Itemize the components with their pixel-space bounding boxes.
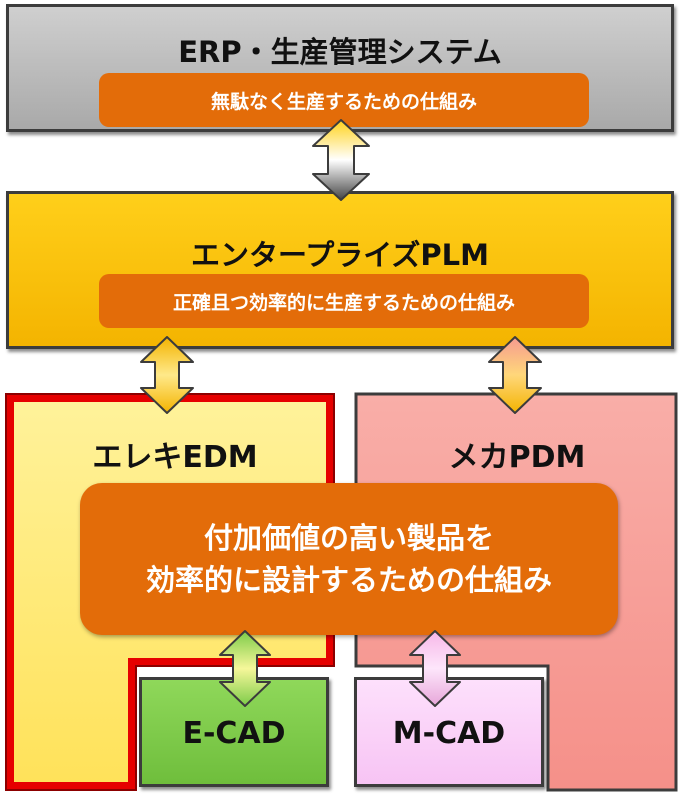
edm-title: エレキEDM bbox=[92, 440, 258, 475]
plm-title: エンタープライズPLM bbox=[191, 238, 489, 272]
center-line-2: 効率的に設計するための仕組み bbox=[145, 563, 552, 597]
ecad-box: E-CAD bbox=[139, 677, 329, 787]
pdm-title: メカPDM bbox=[448, 440, 586, 475]
plm-subtitle-pill: 正確且つ効率的に生産するための仕組み bbox=[99, 274, 589, 328]
erp-system-box: ERP・生産管理システム 無駄なく生産するための仕組み bbox=[6, 4, 674, 132]
erp-subtitle-pill: 無駄なく生産するための仕組み bbox=[99, 73, 589, 127]
mcad-title: M-CAD bbox=[392, 716, 506, 751]
design-mechanism-pill: 付加価値の高い製品を 効率的に設計するための仕組み bbox=[80, 483, 618, 635]
ecad-title: E-CAD bbox=[182, 716, 286, 751]
mcad-box: M-CAD bbox=[354, 677, 544, 787]
plm-box: エンタープライズPLM 正確且つ効率的に生産するための仕組み bbox=[6, 191, 674, 349]
center-line-1: 付加価値の高い製品を bbox=[203, 521, 494, 555]
erp-title: ERP・生産管理システム bbox=[178, 35, 502, 69]
